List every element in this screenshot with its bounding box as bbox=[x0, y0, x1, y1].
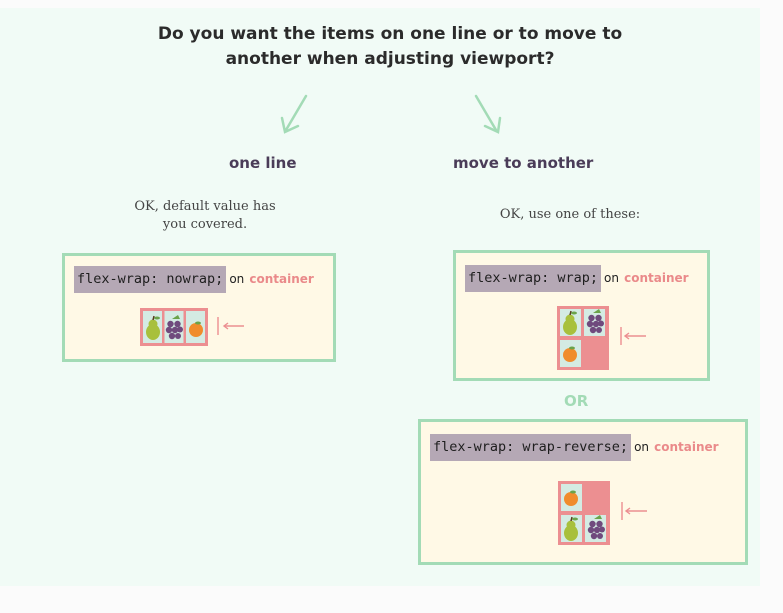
question-line-1: Do you want the items on one line or to … bbox=[157, 24, 623, 44]
orange-icon bbox=[564, 490, 578, 506]
note-move-to-another: OK, use one of these: bbox=[470, 206, 670, 224]
container-label: container bbox=[249, 272, 314, 286]
arrow-left-icon bbox=[621, 502, 647, 520]
arrow-down-left-icon bbox=[280, 94, 308, 134]
on-label: on bbox=[634, 440, 650, 454]
container-label: container bbox=[654, 440, 719, 454]
code-nowrap: flex-wrap: nowrap; bbox=[74, 266, 227, 293]
note-one-line-2: you covered. bbox=[162, 217, 248, 232]
code-wrap: flex-wrap: wrap; bbox=[465, 265, 602, 292]
note-one-line-1: OK, default value has bbox=[134, 199, 276, 214]
wrap-rule: flex-wrap: wrap;on container bbox=[465, 265, 689, 292]
wrap-figure bbox=[557, 306, 646, 370]
branch-arrows bbox=[280, 94, 502, 134]
nowrap-figure bbox=[140, 308, 244, 346]
orange-icon bbox=[563, 346, 577, 362]
wrap-reverse-example-box: flex-wrap: wrap-reverse;on container bbox=[418, 419, 748, 565]
on-label: on bbox=[229, 272, 245, 286]
orange-icon bbox=[189, 321, 203, 337]
on-label: on bbox=[604, 271, 619, 285]
grapes-icon bbox=[587, 515, 605, 540]
note-one-line: OK, default value has you covered. bbox=[110, 198, 300, 234]
arrow-left-icon bbox=[620, 327, 646, 345]
grapes-icon bbox=[165, 315, 183, 340]
question-line-2: another when adjusting viewport? bbox=[225, 49, 555, 69]
pear-icon bbox=[146, 315, 160, 340]
question-heading: Do you want the items on one line or to … bbox=[150, 22, 630, 72]
wrap-example-box: flex-wrap: wrap;on container bbox=[453, 250, 710, 381]
wrap-reverse-figure bbox=[558, 481, 647, 545]
arrow-down-right-icon bbox=[474, 94, 502, 134]
note-move-1: OK, use one of these: bbox=[499, 207, 641, 222]
nowrap-example-box: flex-wrap: nowrap;on container bbox=[62, 253, 336, 362]
pear-icon bbox=[563, 310, 577, 335]
grapes-icon bbox=[586, 309, 604, 334]
container-label: container bbox=[624, 271, 689, 285]
nowrap-rule: flex-wrap: nowrap;on container bbox=[74, 266, 314, 293]
pear-icon bbox=[564, 516, 578, 541]
wrap-reverse-rule: flex-wrap: wrap-reverse;on container bbox=[430, 434, 719, 461]
option-move-to-another: move to another bbox=[453, 154, 594, 172]
or-label: OR bbox=[564, 392, 589, 410]
arrow-left-icon bbox=[217, 317, 244, 335]
code-wrap-reverse: flex-wrap: wrap-reverse; bbox=[430, 434, 632, 461]
option-one-line: one line bbox=[229, 154, 297, 172]
